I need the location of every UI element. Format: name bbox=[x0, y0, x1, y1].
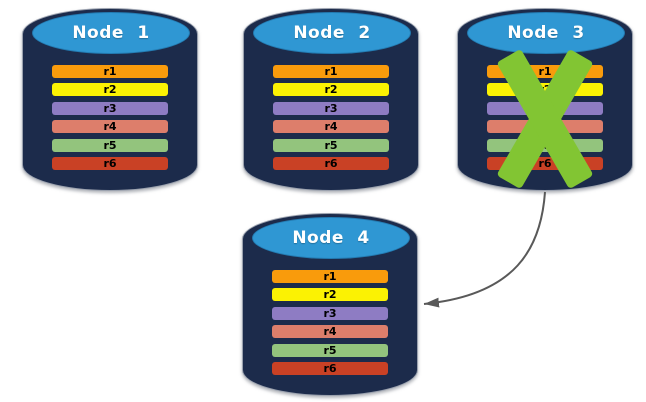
failover-arrow-path bbox=[423, 191, 546, 308]
row-r1: r1 bbox=[272, 270, 388, 283]
cylinder-top: Node 3 bbox=[467, 12, 625, 54]
row-r6: r6 bbox=[273, 156, 389, 170]
db-node-2: Node 2 r1 r2 r3 r4 r5 r6 bbox=[243, 8, 419, 191]
cylinder-top: Node 2 bbox=[253, 12, 411, 54]
cylinder-top: Node 1 bbox=[32, 12, 190, 54]
row-r5: r5 bbox=[272, 343, 388, 357]
failed-x-icon bbox=[457, 8, 633, 191]
row-r5: r5 bbox=[52, 138, 168, 152]
node-title: Node 3 bbox=[507, 23, 585, 43]
node-title: Node 4 bbox=[292, 228, 370, 248]
row-r5: r5 bbox=[273, 138, 389, 152]
row-r6: r6 bbox=[272, 361, 388, 375]
row-r1: r1 bbox=[52, 65, 168, 78]
row-r3: r3 bbox=[273, 101, 389, 115]
row-r4: r4 bbox=[273, 120, 389, 134]
db-node-1: Node 1 r1 r2 r3 r4 r5 r6 bbox=[22, 8, 198, 191]
row-r3: r3 bbox=[272, 306, 388, 320]
row-r4: r4 bbox=[272, 325, 388, 339]
cylinder-top: Node 4 bbox=[252, 217, 410, 259]
row-r3: r3 bbox=[52, 101, 168, 115]
rows: r1 r2 r3 r4 r5 r6 bbox=[273, 65, 389, 175]
row-r2: r2 bbox=[273, 83, 389, 97]
row-r1: r1 bbox=[273, 65, 389, 78]
row-r6: r6 bbox=[52, 156, 168, 170]
row-r4: r4 bbox=[52, 120, 168, 134]
rows: r1 r2 r3 r4 r5 r6 bbox=[272, 270, 388, 380]
row-r2: r2 bbox=[52, 83, 168, 97]
row-r2: r2 bbox=[272, 288, 388, 302]
node-title: Node 1 bbox=[72, 23, 150, 43]
rows: r1 r2 r3 r4 r5 r6 bbox=[52, 65, 168, 175]
node-title: Node 2 bbox=[293, 23, 371, 43]
db-node-4: Node 4 r1 r2 r3 r4 r5 r6 bbox=[242, 213, 418, 396]
